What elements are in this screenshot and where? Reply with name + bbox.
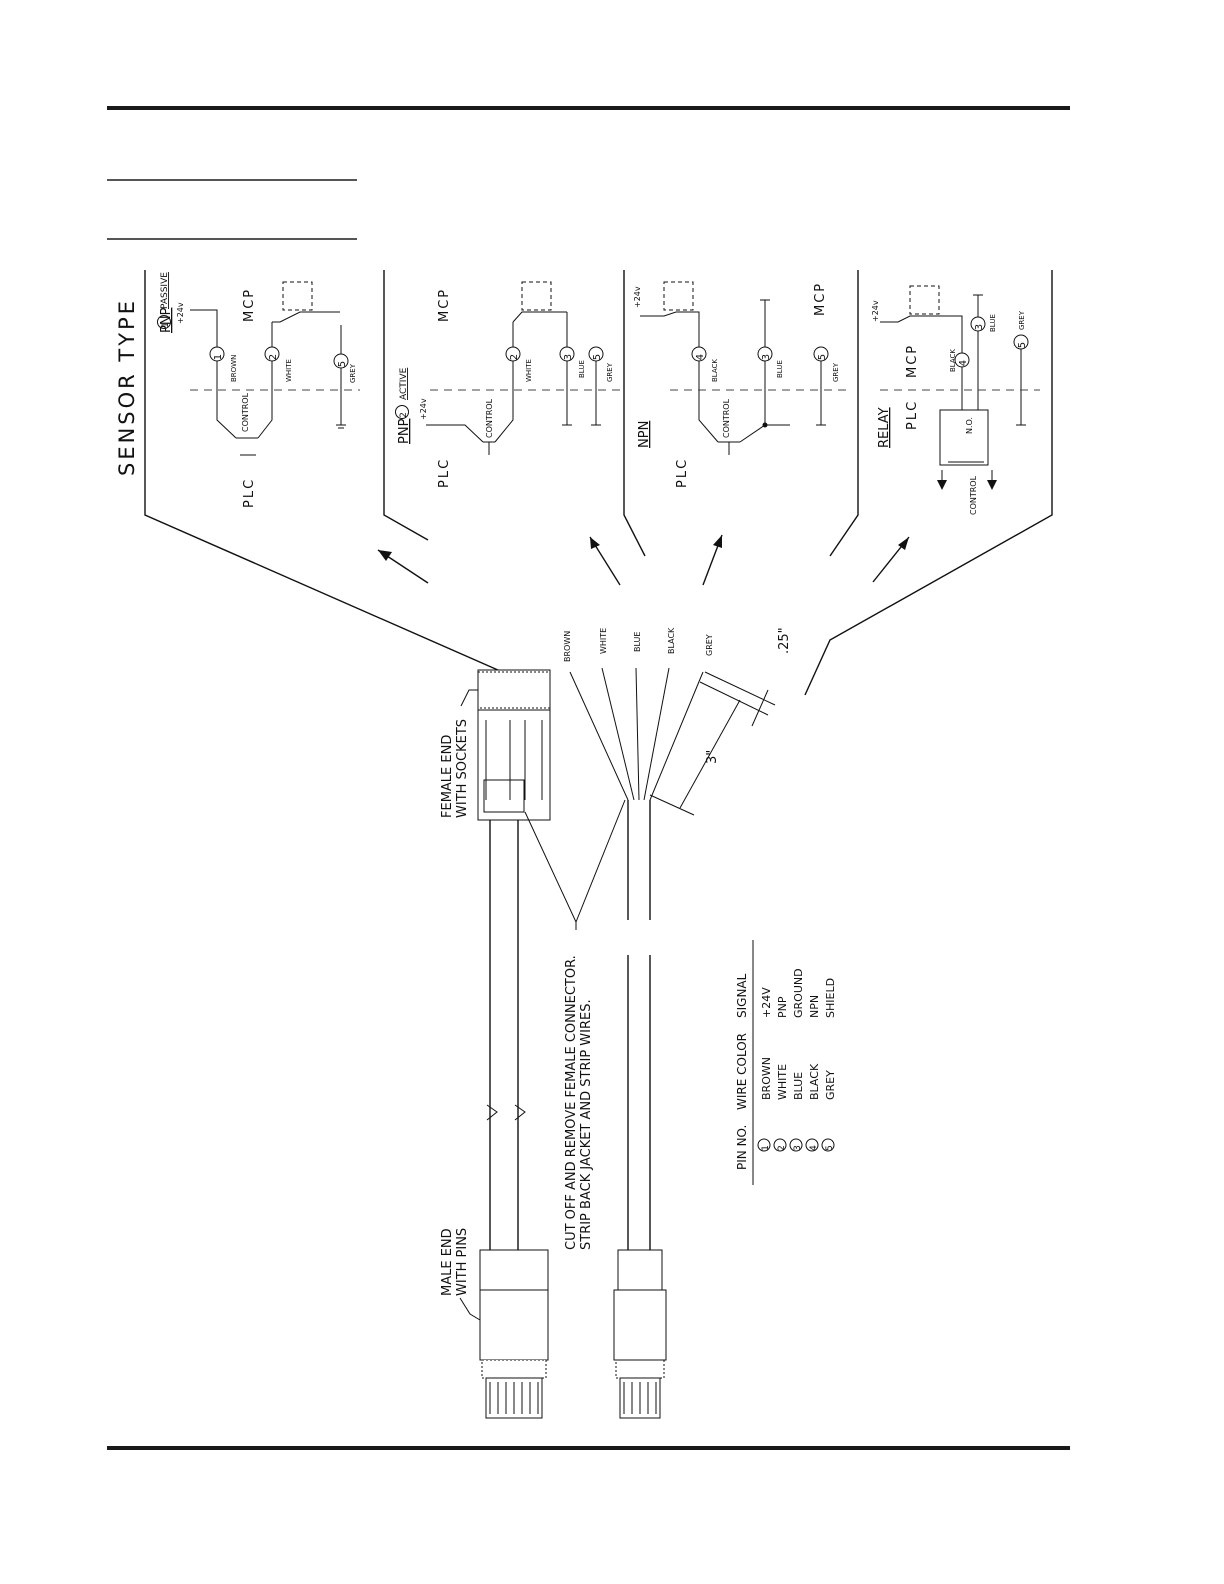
table-header-pin-no: PIN NO. [735,1125,749,1170]
wire-label-blue: BLUE [633,632,642,652]
panel-3-supply: +24v [633,286,642,308]
table-header-wire-color: WIRE COLOR [735,1033,749,1110]
table-row-4-signal: NPN [808,995,821,1018]
panel-3-mcp: MCP [813,282,828,316]
table-row-2-color: WHITE [776,1064,789,1100]
panel-4-pin-a-color: BLACK [949,349,957,372]
panel-1-mcp: MCP [242,288,257,322]
panel-4-pin-c: 5 [1017,342,1028,348]
panel-3-pin-b-color: BLUE [776,360,784,378]
panel-3-control: CONTROL [722,398,731,438]
panel-2-control: CONTROL [485,398,494,438]
panel-3-pin-c: 5 [817,354,828,360]
wire-label-black: BLACK [667,627,676,654]
sensor-type-title: SENSOR TYPE [115,298,139,476]
panel-pnp-active: PNP 2 ACTIVE PLC MCP CONTROL +24v 2 WHIT… [395,281,620,488]
panel-1-pin-c: 5 [337,361,348,367]
dimension-lines [649,671,776,816]
panel-1-pin-c-color: GREY [349,363,357,383]
panel-1-supply: +24v [176,302,185,324]
panel-4-plc: PLC [905,400,920,430]
top-rule [107,106,1070,110]
panel-1-pin-a-color: BROWN [230,355,238,382]
panel-1-pin-number: 1 [161,322,171,328]
panel-1-pin-b: 2 [268,354,279,360]
dim-tip-length: .25" [777,627,792,654]
table-row-4-pin: 4 [809,1145,819,1151]
dim-strip-length: 3" [705,750,720,764]
panel-2-pin-a: 2 [509,354,520,360]
panel-2-pin-b: 3 [563,354,574,360]
stripped-wires [569,667,704,801]
pin-table: PIN NO. WIRE COLOR SIGNAL 1 BROWN +24V 2… [735,940,837,1185]
female-end-callout-2: WITH SOCKETS [455,719,470,818]
panel-1-pin-b-color: WHITE [285,359,293,382]
panel-npn: NPN PLC MCP CONTROL +24v 4 BLACK 3 BLUE … [633,281,850,488]
male-end-callout-2: WITH PINS [455,1228,470,1296]
table-row-2-pin: 2 [777,1145,787,1151]
panel-4-pin-c-color: GREY [1018,310,1026,330]
panel-2-plc: PLC [437,458,452,488]
panel-3-pin-b: 3 [761,354,772,360]
panel-4-mcp: MCP [905,344,920,378]
table-row-3-pin: 3 [793,1145,803,1151]
table-row-5-color: GREY [824,1070,837,1100]
panel-frames [144,270,1053,696]
panel-3-pin-a-color: BLACK [711,359,719,382]
panel-1-pin-a: 1 [213,354,224,360]
panel-4-pin-b: 3 [974,324,985,330]
wire-label-white: WHITE [599,628,608,654]
panel-3-pin-a: 4 [695,354,706,360]
panel-3-plc: PLC [675,458,690,488]
wire-label-grey: GREY [705,634,714,656]
panel-2-pin-b-color: BLUE [578,360,586,378]
panel-2-type-label: PNP [397,418,412,444]
panel-3-pin-c-color: GREY [832,362,840,382]
panel-1-type-label: PNP [159,307,174,333]
panel-2-pin-a-color: WHITE [525,359,533,382]
panel-1-sub-label: PASSIVE [160,272,170,309]
cable-upper [477,669,551,1419]
panel-2-pin-number: 2 [399,412,409,418]
panel-4-pin-b-color: BLUE [989,314,997,332]
table-row-3-color: BLUE [792,1072,805,1100]
wire-label-brown: BROWN [563,631,572,662]
cable-lower [613,800,667,1419]
panel-4-pin-a: 4 [958,360,969,366]
panel-relay: RELAY PLC MCP CONTROL N.O. +24v 4 BLACK … [871,285,1040,515]
panel-4-supply: +24v [871,300,880,322]
panel-1-control: CONTROL [241,392,250,432]
table-row-4-color: BLACK [808,1063,821,1100]
table-row-1-color: BROWN [760,1057,773,1100]
panel-pnp-passive: PNP 1 PASSIVE PLC MCP CONTROL +24v 1 BRO… [157,272,360,508]
panel-4-control: CONTROL [969,475,978,515]
table-row-5-signal: SHIELD [824,978,837,1018]
table-row-3-signal: GROUND [792,968,805,1018]
table-row-1-signal: +24V [760,987,773,1018]
female-end-callout-1: FEMALE END [440,735,455,818]
panel-2-pin-c: 5 [592,354,603,360]
panel-2-supply: +24v [419,398,428,420]
male-end-callout-1: MALE END [440,1228,455,1296]
table-row-5-pin: 5 [825,1145,835,1151]
panel-2-mcp: MCP [437,288,452,322]
instruction-callout-2: STRIP BACK JACKET AND STRIP WIRES. [579,999,594,1250]
instruction-callout-1: CUT OFF AND REMOVE FEMALE CONNECTOR. [564,955,579,1250]
panel-3-type-label: NPN [637,421,652,448]
bottom-rule [107,1446,1070,1450]
panel-2-pin-c-color: GREY [606,362,614,382]
panel-4-contact: N.O. [965,417,974,434]
panel-2-sub-label: ACTIVE [399,367,409,400]
table-header-signal: SIGNAL [735,973,749,1018]
table-row-1-pin: 1 [761,1145,771,1151]
panel-4-type-label: RELAY [877,407,892,448]
table-row-2-signal: PNP [776,996,789,1018]
panel-arrows [377,534,910,586]
panel-1-plc: PLC [242,478,257,508]
